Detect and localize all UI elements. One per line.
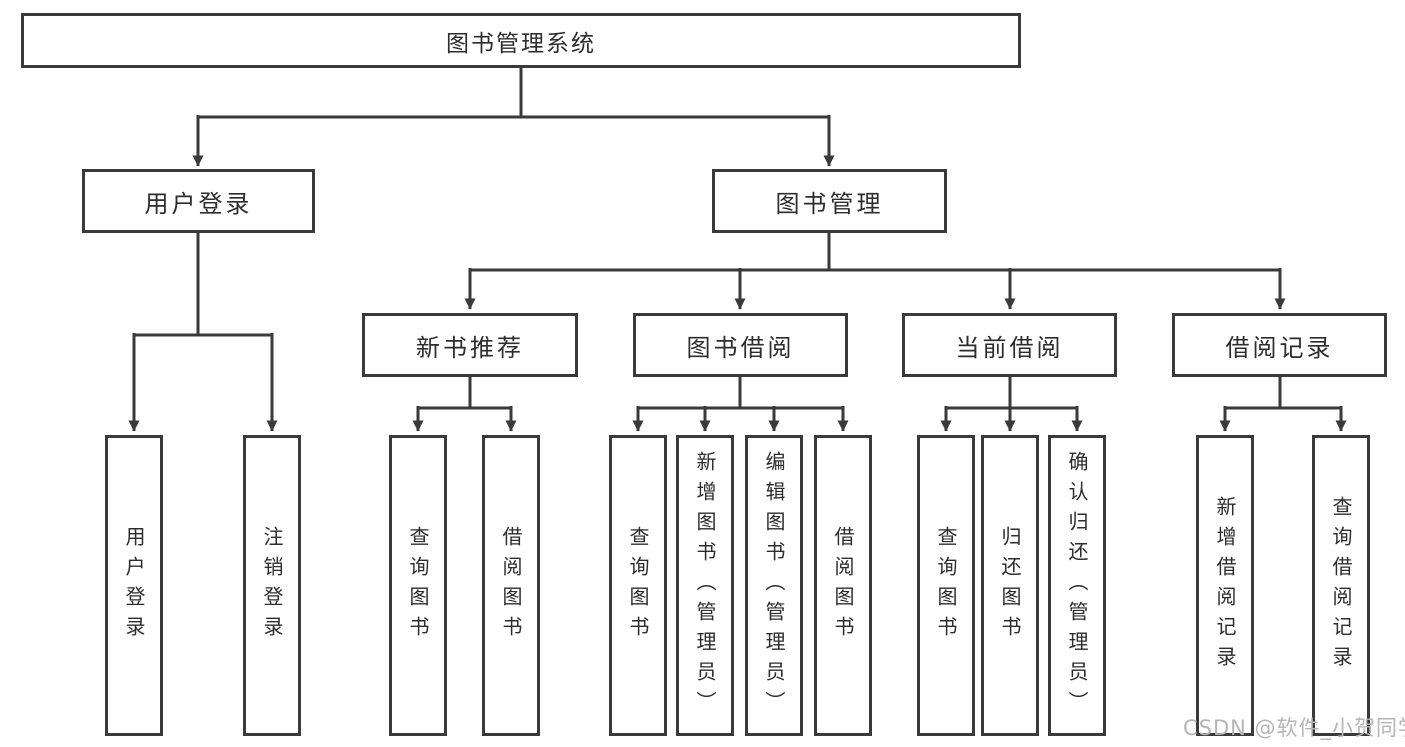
connector-current-borrow — [946, 377, 1077, 410]
connector-root — [198, 68, 829, 119]
leaf-user-login: 用户登录 — [105, 435, 163, 736]
leaf-confirm-return-admin: 确认归还（管理员） — [1048, 435, 1106, 736]
leaf-add-books-admin: 新增图书（管理员） — [676, 435, 734, 736]
leaf-query-books-current: 查询图书 — [917, 435, 975, 736]
node-library-system-label: 图书管理系统 — [446, 30, 596, 57]
leaf-borrow-books-recommend: 借阅图书 — [482, 435, 540, 736]
csdn-watermark: CSDN @软件_小贺同学 — [1183, 716, 1405, 740]
connector-book-borrow — [638, 377, 843, 410]
leaf-logout: 注销登录 — [243, 435, 301, 736]
connector-user-login — [134, 233, 272, 337]
node-user-login: 用户登录 — [82, 169, 315, 233]
connector-borrow-records — [1225, 377, 1341, 410]
node-current-borrow: 当前借阅 — [902, 313, 1117, 377]
connector-new-book-recommend — [418, 377, 511, 410]
leaf-return-books: 归还图书 — [981, 435, 1039, 736]
node-borrow-records: 借阅记录 — [1172, 313, 1387, 377]
leaf-query-books-borrow: 查询图书 — [609, 435, 667, 736]
node-book-management-label: 图书管理 — [775, 189, 884, 218]
node-borrow-records-label: 借阅记录 — [1225, 333, 1334, 362]
node-book-management: 图书管理 — [712, 169, 947, 233]
node-library-system: 图书管理系统 — [21, 13, 1021, 68]
node-new-book-recommend-label: 新书推荐 — [416, 333, 524, 362]
leaf-borrow-books: 借阅图书 — [814, 435, 872, 736]
node-current-borrow-label: 当前借阅 — [955, 333, 1064, 362]
connector-book-management — [470, 233, 1280, 272]
node-user-login-label: 用户登录 — [144, 189, 253, 218]
leaf-query-books-recommend: 查询图书 — [389, 435, 447, 736]
node-book-borrow-label: 图书借阅 — [686, 333, 795, 362]
node-new-book-recommend: 新书推荐 — [362, 313, 578, 377]
leaf-add-borrow-record: 新增借阅记录 — [1196, 435, 1254, 736]
node-book-borrow: 图书借阅 — [633, 313, 848, 377]
leaf-query-borrow-record: 查询借阅记录 — [1312, 435, 1370, 736]
leaf-edit-books-admin: 编辑图书（管理员） — [745, 435, 803, 736]
